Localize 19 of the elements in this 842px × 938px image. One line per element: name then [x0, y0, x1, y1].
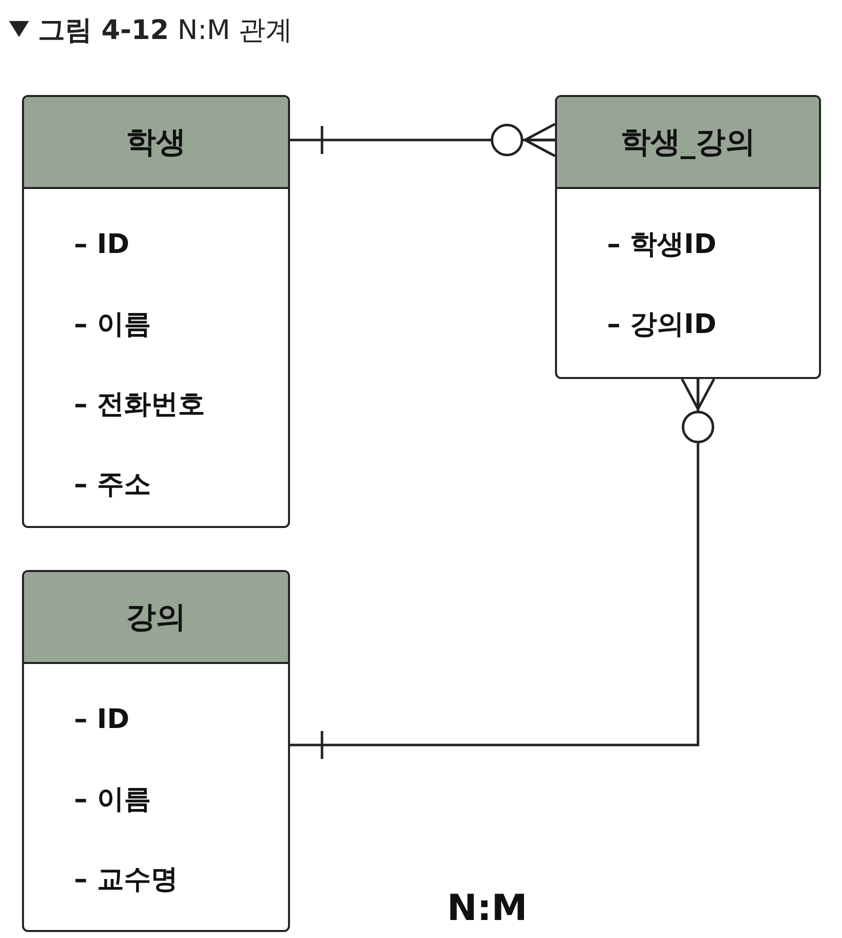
entity-box — [22, 570, 290, 932]
attribute-text: – 학생ID — [607, 228, 718, 262]
relationship-line — [290, 378, 716, 760]
entity-name: 학생_강의 — [620, 124, 756, 162]
attribute-text: – 이름 — [74, 783, 152, 817]
relationship-line — [290, 122, 556, 158]
attribute-text: – 강의ID — [607, 308, 718, 342]
attribute-text: – 전화번호 — [74, 388, 206, 422]
entity-name: 강의 — [126, 598, 186, 636]
attribute-text: – 교수명 — [74, 863, 179, 897]
entity-box — [22, 95, 290, 528]
attribute-text: – ID — [74, 703, 130, 737]
relation-label: N:M — [447, 888, 528, 929]
entity-box — [555, 95, 821, 379]
attribute-text: – ID — [74, 228, 130, 262]
attribute-text: – 이름 — [74, 308, 152, 342]
figure-title: 그림 4-12 N:M 관계 — [38, 14, 293, 48]
entity-name: 학생 — [126, 124, 186, 162]
attribute-text: – 주소 — [74, 468, 152, 502]
